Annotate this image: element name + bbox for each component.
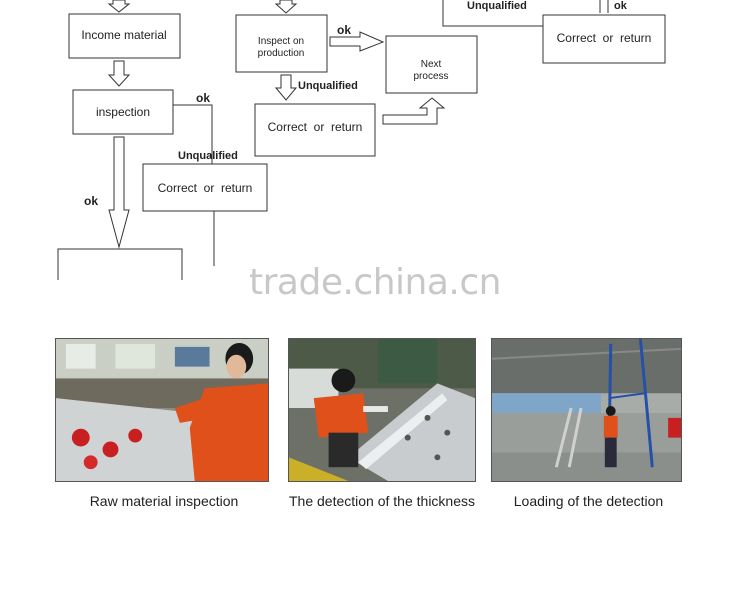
inspection-label: inspection bbox=[96, 105, 150, 119]
ok-label-down: ok bbox=[84, 194, 98, 208]
caption-loading-of-detection: Loading of the detection bbox=[513, 493, 664, 509]
watermark-text: trade.china.cn bbox=[249, 262, 501, 303]
ok-label-top: ok bbox=[614, 0, 628, 12]
quality-flowchart: Income material inspection Correct or re… bbox=[57, 0, 666, 280]
arrow-into-inspect-production bbox=[274, 0, 298, 14]
arrow-production-to-next bbox=[329, 31, 385, 52]
income-material-label: Income material bbox=[81, 28, 166, 42]
arrow-production-to-correct bbox=[274, 74, 298, 101]
unqualified-label-inspection: Unqualified bbox=[178, 150, 238, 162]
unqualified-label-top: Unqualified bbox=[467, 0, 527, 12]
caption-raw-material-inspection: Raw material inspection bbox=[89, 493, 239, 509]
arrow-inspection-down-ok bbox=[108, 136, 130, 249]
inspect-on-production-label-2: production bbox=[258, 48, 305, 59]
caption-detection-of-thickness: The detection of the thickness bbox=[289, 493, 475, 509]
next-process-box bbox=[385, 35, 478, 94]
arrow-income-to-inspection bbox=[107, 60, 131, 87]
arrow-into-income bbox=[107, 0, 131, 13]
correct-or-return-label-left: Correct or return bbox=[158, 181, 253, 195]
photo-detection-of-thickness bbox=[288, 338, 476, 482]
connector-top-unqualified bbox=[442, 0, 543, 27]
ok-label-inspection: ok bbox=[196, 91, 210, 105]
correct-or-return-label-right: Correct or return bbox=[557, 31, 652, 45]
inspection-box bbox=[72, 89, 174, 135]
ok-label-production: ok bbox=[337, 23, 351, 37]
next-process-label-1: Next bbox=[421, 59, 442, 70]
photo-loading-of-detection bbox=[491, 338, 682, 482]
arrow-correct-to-next bbox=[382, 97, 446, 125]
connector-inspection-ok bbox=[173, 104, 213, 164]
inspect-on-production-label-1: Inspect on bbox=[258, 36, 304, 47]
correct-or-return-label-middle: Correct or return bbox=[268, 120, 363, 134]
correct-or-return-box-middle bbox=[254, 103, 376, 157]
inspect-on-production-box bbox=[235, 14, 328, 73]
final-box-partial bbox=[57, 248, 183, 280]
unqualified-label-production: Unqualified bbox=[298, 80, 358, 92]
income-material-box bbox=[68, 13, 181, 59]
next-process-label-2: process bbox=[413, 71, 448, 82]
photo-raw-material-inspection bbox=[55, 338, 269, 482]
correct-or-return-box-left bbox=[142, 163, 268, 212]
correct-or-return-box-right bbox=[542, 14, 666, 64]
